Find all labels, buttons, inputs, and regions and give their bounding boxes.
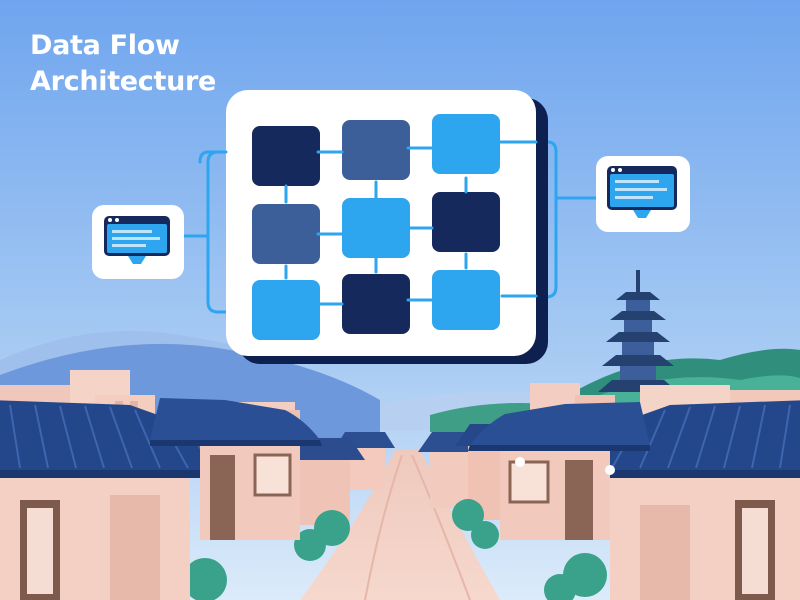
title-line-2: Architecture [30,66,217,97]
right-hanok-houses [468,400,800,600]
right-node-window-icon [596,156,690,232]
grid-tiles [252,114,500,340]
page-title: Data Flow Architecture [30,28,216,100]
inner-connector-lines [198,140,538,306]
grid-tile-r3-c1 [252,280,320,340]
grid-tile-r1-c1 [252,126,320,186]
grid-tile-r2-c1 [252,204,320,264]
grid-tile-r3-c2 [342,274,410,334]
left-node-window-icon [92,205,184,279]
grid-tile-r1-c3 [432,114,500,174]
title-line-1: Data Flow [30,30,180,61]
grid-tile-r3-c3 [432,270,500,330]
trees [183,499,607,600]
road [300,450,500,600]
pagoda [598,270,678,392]
grid-tile-r1-c2 [342,120,410,180]
grid-tile-r2-c2 [342,198,410,258]
grid-tile-r2-c3 [432,192,500,252]
left-hanok-houses [0,398,322,600]
